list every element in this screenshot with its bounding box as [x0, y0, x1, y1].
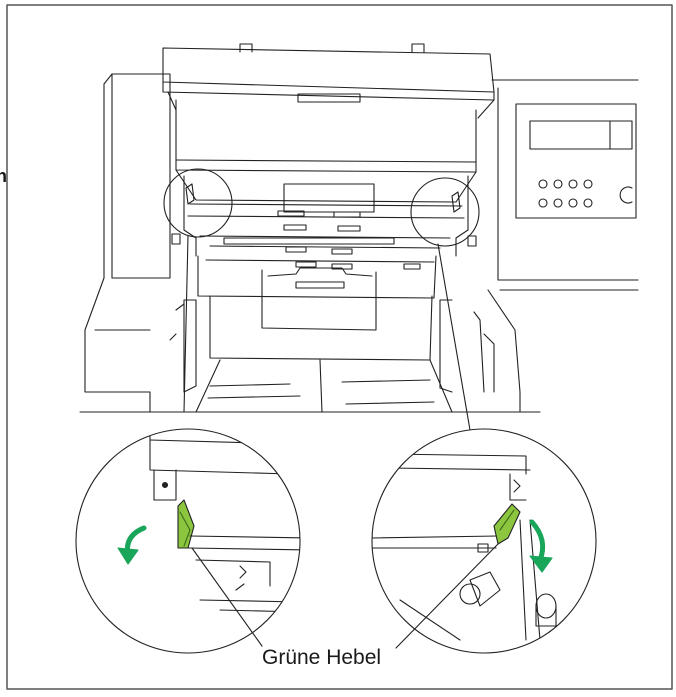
right-zoom-detail — [371, 428, 597, 654]
leader-line-right — [395, 543, 499, 649]
connector-right — [437, 243, 471, 431]
cut-off-text-fragment: n — [0, 166, 7, 186]
left-lever-marker — [163, 168, 233, 238]
green-lever-callout: Grüne Hebel — [262, 646, 382, 669]
lever-detail-small — [185, 183, 461, 213]
green-lever-right — [493, 503, 521, 545]
figure-frame — [6, 4, 673, 690]
left-zoom-detail — [75, 428, 301, 654]
control-buttons — [538, 179, 633, 208]
connector-left — [183, 235, 189, 413]
scanner-body — [79, 43, 639, 413]
right-lever-marker — [410, 177, 480, 247]
leader-line-left — [191, 547, 263, 647]
